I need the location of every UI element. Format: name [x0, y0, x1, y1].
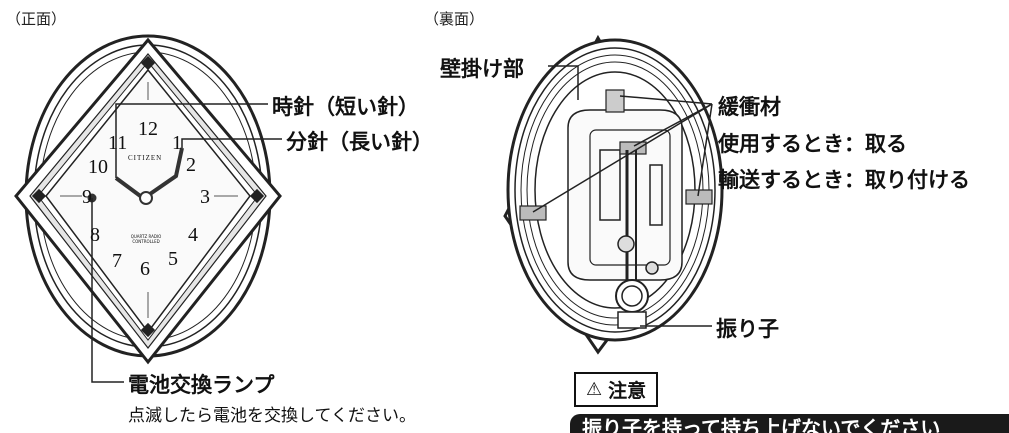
cushion-use-note: 使用するとき：取る — [718, 132, 907, 156]
hanger-label: 壁掛け部 — [440, 57, 524, 81]
front-leader-lines — [91, 103, 282, 383]
battery-note: 点滅したら電池を交換してください。 — [128, 406, 416, 426]
caution-box: ⚠ 注意 — [574, 372, 659, 407]
back-leader-lines — [532, 65, 713, 327]
dial-numeral-3: 3 — [200, 186, 210, 208]
caution-label: 注意 — [608, 380, 647, 402]
cushion-label: 緩衝材 — [718, 95, 781, 119]
dial-numeral-11: 11 — [108, 132, 128, 154]
pendulum-label: 振り子 — [716, 317, 779, 341]
dial-numeral-9: 9 — [82, 186, 92, 208]
back-view-caption: （裏面） — [424, 10, 485, 28]
dial-brand: CITIZEN — [128, 154, 163, 162]
dial-numeral-8: 8 — [90, 224, 100, 246]
warning-triangle-icon: ⚠ — [586, 379, 603, 400]
dial-small-text: QUARTZ RADIO CONTROLLED — [130, 234, 162, 244]
minute-hand-label: 分針（長い針） — [286, 130, 433, 154]
clock-hands — [87, 147, 184, 205]
dial-numeral-5: 5 — [168, 248, 178, 270]
hour-hand-label: 時針（短い針） — [272, 95, 419, 119]
dial-numeral-2: 2 — [186, 154, 196, 176]
dial-numeral-1: 1 — [172, 132, 182, 154]
battery-lamp-label: 電池交換ランプ — [128, 373, 275, 397]
dial-numeral-12: 12 — [138, 118, 158, 140]
caution-banner: 振り子を持って持ち上げないでください — [570, 414, 1009, 433]
dial-ticks — [60, 82, 238, 318]
dial-numeral-6: 6 — [140, 258, 150, 280]
back-clock-body — [503, 34, 724, 355]
cushion-transport-note: 輸送するとき：取り付ける — [718, 168, 970, 192]
dial-numeral-7: 7 — [112, 250, 122, 272]
front-view-caption: （正面） — [6, 10, 67, 28]
dial-numeral-4: 4 — [188, 224, 198, 246]
dial-numeral-10: 10 — [88, 156, 108, 178]
